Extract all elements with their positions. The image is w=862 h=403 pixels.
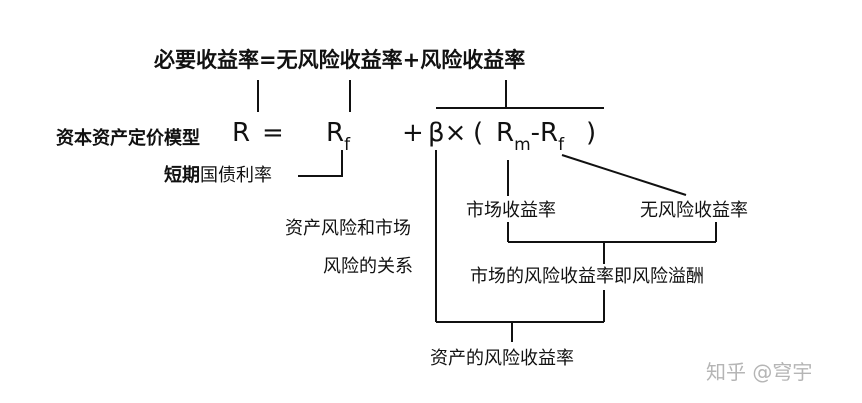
riskfree-return-text: 无风险收益率 [276, 48, 403, 72]
line-shortterm-to-Rf [298, 150, 343, 177]
asset-market-relation-line2: 风险的关系 [323, 256, 413, 277]
formula-right-paren: ) [586, 118, 597, 148]
risk-return-text: 风险收益率 [420, 48, 526, 72]
formula-left-paren: ( [473, 118, 484, 148]
formula-R: R [232, 118, 251, 148]
market-premium-label: 市场的风险收益率即风险溢酬 [470, 266, 704, 287]
watermark: 知乎 @穹宇 [706, 360, 813, 384]
minus-sign: - [530, 118, 541, 148]
formula-Rf: Rf [326, 118, 350, 154]
short-term-rest: 国债利率 [200, 165, 272, 186]
formula-equals: = [262, 118, 284, 148]
equals-sign: = [259, 48, 277, 72]
formula-Rm: Rm-Rf [496, 118, 564, 154]
market-return-label: 市场收益率 [466, 200, 556, 221]
times-symbol: × [444, 118, 467, 148]
equation-required: 必要收益率=无风险收益率+风险收益率 [154, 50, 525, 71]
Rm-letter: R [496, 118, 515, 148]
Rf2-subscript: f [558, 135, 565, 155]
line-Rf-diagonal [561, 154, 687, 196]
formula-beta: β× [428, 120, 466, 146]
Rm-subscript: m [514, 135, 531, 155]
plus-sign: + [402, 48, 421, 72]
required-return-text: 必要收益率 [154, 48, 259, 72]
Rf2-letter: R [540, 118, 559, 148]
short-term-bold: 短期 [164, 165, 200, 186]
Rf-subscript: f [344, 135, 351, 155]
asset-risk-return-label: 资产的风险收益率 [430, 348, 574, 369]
formula-plus: + [402, 118, 424, 148]
Rf-letter: R [326, 118, 345, 148]
beta-symbol: β [428, 118, 445, 148]
short-term-label: 短期国债利率 [164, 167, 272, 185]
capm-label: 资本资产定价模型 [56, 128, 200, 149]
asset-market-relation-line1: 资产风险和市场 [285, 218, 411, 239]
riskfree-return-label: 无风险收益率 [640, 200, 748, 221]
